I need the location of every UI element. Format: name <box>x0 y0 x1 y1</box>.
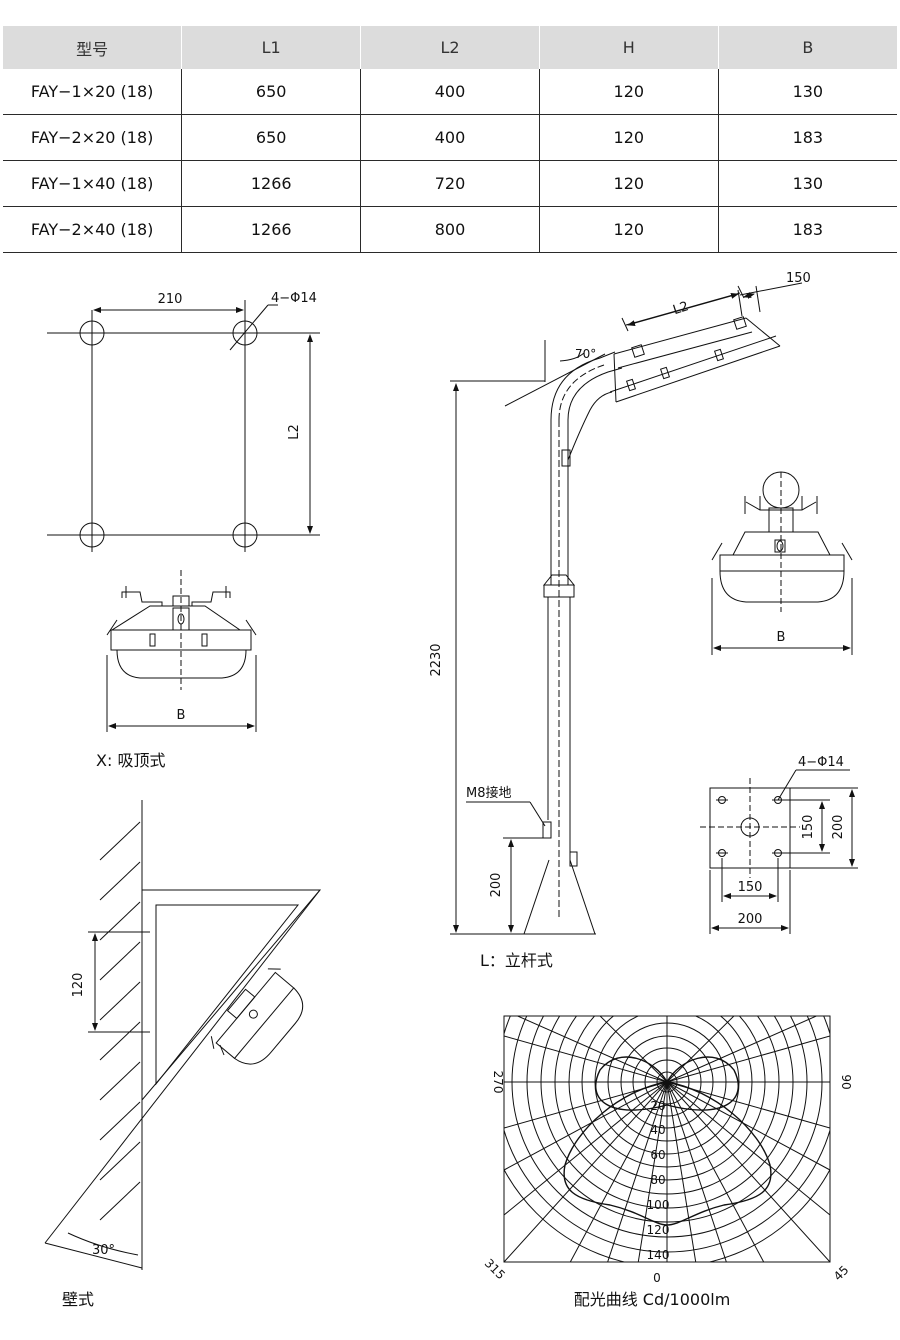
pole-caption: L：立杆式 <box>480 951 553 970</box>
ring-label-80: 80 <box>650 1173 665 1187</box>
pole-ground-label: M8接地 <box>466 785 512 801</box>
cell-l2: 720 <box>360 160 540 207</box>
cell-h: 120 <box>538 69 719 115</box>
ring-label-100: 100 <box>647 1198 670 1212</box>
cell-b: 183 <box>717 114 897 161</box>
ceiling-dim-holes: 4−Φ14 <box>271 291 317 306</box>
polar-label-45: 45 <box>831 1263 852 1284</box>
ring-label-60: 60 <box>650 1148 665 1162</box>
cell-h: 120 <box>538 160 719 207</box>
cell-model: FAY−1×40 (18) <box>3 160 182 207</box>
wall-angle-30: 30° <box>92 1243 115 1258</box>
table-row: FAY−1×40 (18) 1266 720 120 130 <box>3 160 897 207</box>
polar-ring-labels: 20 40 60 80 100 120 140 <box>647 1099 670 1262</box>
ring-label-120: 120 <box>647 1223 670 1237</box>
ceiling-dim-l2: L2 <box>287 424 302 440</box>
polar-label-270: 270 <box>491 1071 505 1094</box>
base-dim-150-v: 150 <box>801 815 816 840</box>
ceiling-caption: X: 吸顶式 <box>96 751 165 770</box>
ceiling-dim-b: B <box>177 708 186 723</box>
pole-dim-150: 150 <box>786 271 811 286</box>
base-dim-200-v: 200 <box>831 815 846 840</box>
cell-model: FAY−2×20 (18) <box>3 114 182 161</box>
header-l2: L2 <box>360 26 540 69</box>
cell-b: 183 <box>717 206 897 253</box>
polar-diagram <box>503 1015 831 1263</box>
header-h: H <box>538 26 719 69</box>
pole-dim-200: 200 <box>489 873 504 898</box>
cell-l2: 800 <box>360 206 540 253</box>
ceiling-dim-210: 210 <box>158 292 183 307</box>
cell-model: FAY−2×40 (18) <box>3 206 182 253</box>
pole-angle-70: 70° <box>575 347 596 361</box>
cell-b: 130 <box>717 69 897 115</box>
table-row: FAY−2×20 (18) 650 400 120 183 <box>3 114 897 161</box>
cell-model: FAY−1×20 (18) <box>3 69 182 115</box>
cell-l1: 650 <box>181 69 361 115</box>
table-row: FAY−1×20 (18) 650 400 120 130 <box>3 69 897 115</box>
header-model: 型号 <box>3 26 182 69</box>
table-row: FAY−2×40 (18) 1266 800 120 183 <box>3 206 897 253</box>
header-b: B <box>717 26 897 69</box>
pole-mount-drawing <box>450 282 853 935</box>
wall-dim-120: 120 <box>71 973 86 998</box>
ring-label-20: 20 <box>650 1099 665 1113</box>
cell-l2: 400 <box>360 114 540 161</box>
cell-b: 130 <box>717 160 897 207</box>
base-holes-label: 4−Φ14 <box>798 755 844 770</box>
fixture-dim-b: B <box>777 630 786 645</box>
base-dim-200-h: 200 <box>738 912 763 927</box>
polar-label-90: 90 <box>839 1074 853 1089</box>
polar-label-0: 0 <box>653 1271 661 1285</box>
spec-table: 型号 L1 L2 H B FAY−1×20 (18) 650 400 120 1… <box>3 26 897 253</box>
wall-caption: 壁式 <box>62 1290 94 1309</box>
base-dim-150-h: 150 <box>738 880 763 895</box>
cell-l1: 650 <box>181 114 361 161</box>
polar-caption: 配光曲线 Cd/1000lm <box>574 1290 731 1309</box>
cell-l2: 400 <box>360 69 540 115</box>
pole-dim-2230: 2230 <box>429 643 444 676</box>
cell-l1: 1266 <box>181 206 361 253</box>
header-l1: L1 <box>181 26 361 69</box>
wall-mount-drawing <box>44 800 322 1270</box>
base-plate-drawing <box>700 769 858 934</box>
cell-h: 120 <box>538 114 719 161</box>
ring-label-140: 140 <box>647 1248 670 1262</box>
cell-h: 120 <box>538 206 719 253</box>
pole-dim-l2: L2 <box>671 299 690 318</box>
spec-table-header-row: 型号 L1 L2 H B <box>3 26 897 69</box>
ring-label-40: 40 <box>650 1123 665 1137</box>
ceiling-mount-drawing <box>47 300 320 732</box>
cell-l1: 1266 <box>181 160 361 207</box>
